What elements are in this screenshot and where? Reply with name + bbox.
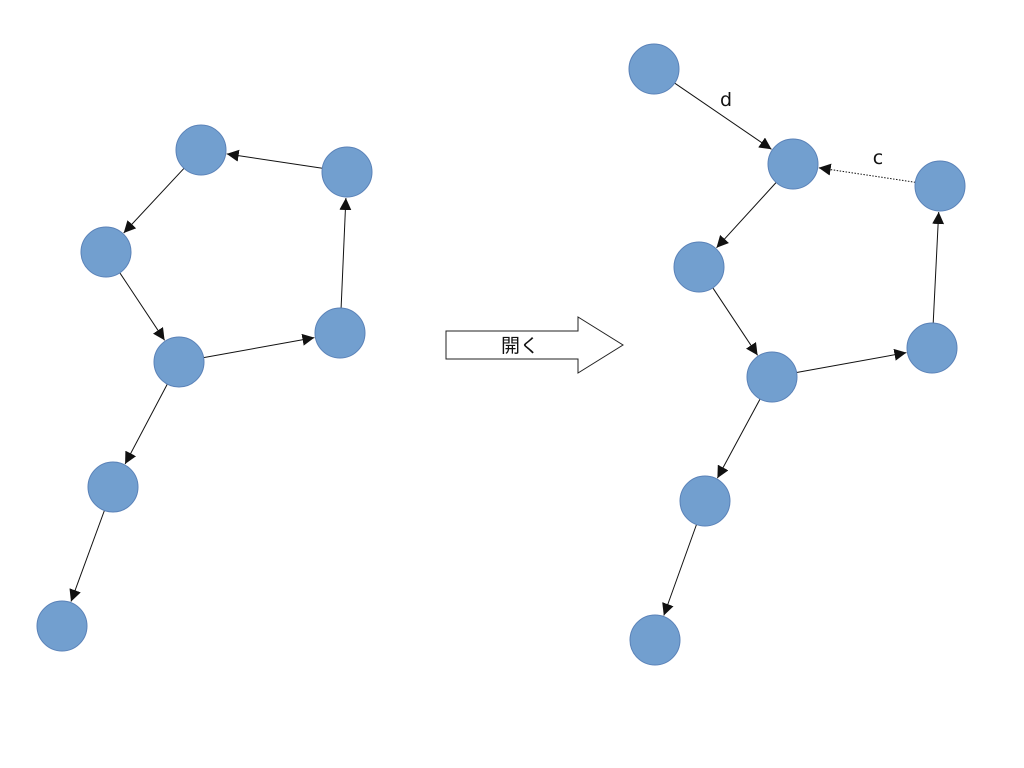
left-graph xyxy=(36,124,373,652)
right-node-m1 xyxy=(767,138,819,190)
right-graph-edge-labels: dc xyxy=(720,89,883,169)
right-edge-m6-m7 xyxy=(662,524,697,616)
left-node-n5 xyxy=(314,307,366,359)
left-graph-nodes xyxy=(36,124,373,652)
right-edge-m3-m4 xyxy=(712,287,759,356)
right-node-m7 xyxy=(629,614,681,666)
left-edge-n4-n5 xyxy=(203,333,315,359)
edge-label-d: d xyxy=(720,89,732,111)
left-node-n7 xyxy=(36,600,88,652)
transform-arrow-label: 開く xyxy=(501,335,539,357)
right-graph-edges xyxy=(662,82,945,616)
right-edge-d-m1 xyxy=(674,82,772,150)
right-edge-m4-m5 xyxy=(796,348,907,373)
transform-arrow: 開く xyxy=(445,316,624,374)
right-node-m3 xyxy=(673,241,725,293)
right-graph-nodes xyxy=(628,43,966,666)
right-node-m6 xyxy=(679,475,731,527)
edge-label-c: c xyxy=(873,147,883,169)
left-edge-n6-n7 xyxy=(69,510,105,602)
left-node-n1 xyxy=(175,124,227,176)
left-graph-edges xyxy=(69,149,352,602)
left-edge-n1-n3 xyxy=(123,167,185,234)
right-node-d xyxy=(628,43,680,95)
right-node-m5 xyxy=(906,322,958,374)
left-edge-n4-n6 xyxy=(124,383,168,465)
left-edge-n3-n4 xyxy=(119,272,166,341)
transform-arrow-shape xyxy=(445,316,624,374)
right-edge-m2-m1 xyxy=(818,163,916,183)
left-node-n6 xyxy=(87,461,139,513)
left-edge-n2-n1 xyxy=(226,149,323,169)
right-edge-m5-m2 xyxy=(932,211,945,324)
right-node-m2 xyxy=(914,160,966,212)
right-graph: dc xyxy=(628,43,966,666)
left-edge-n5-n2 xyxy=(339,197,352,309)
right-node-m4 xyxy=(746,351,798,403)
right-edge-m1-m3 xyxy=(716,182,777,249)
left-node-n4 xyxy=(153,336,205,388)
left-node-n2 xyxy=(321,146,373,198)
left-node-n3 xyxy=(80,226,132,278)
right-edge-m4-m6 xyxy=(716,398,761,479)
